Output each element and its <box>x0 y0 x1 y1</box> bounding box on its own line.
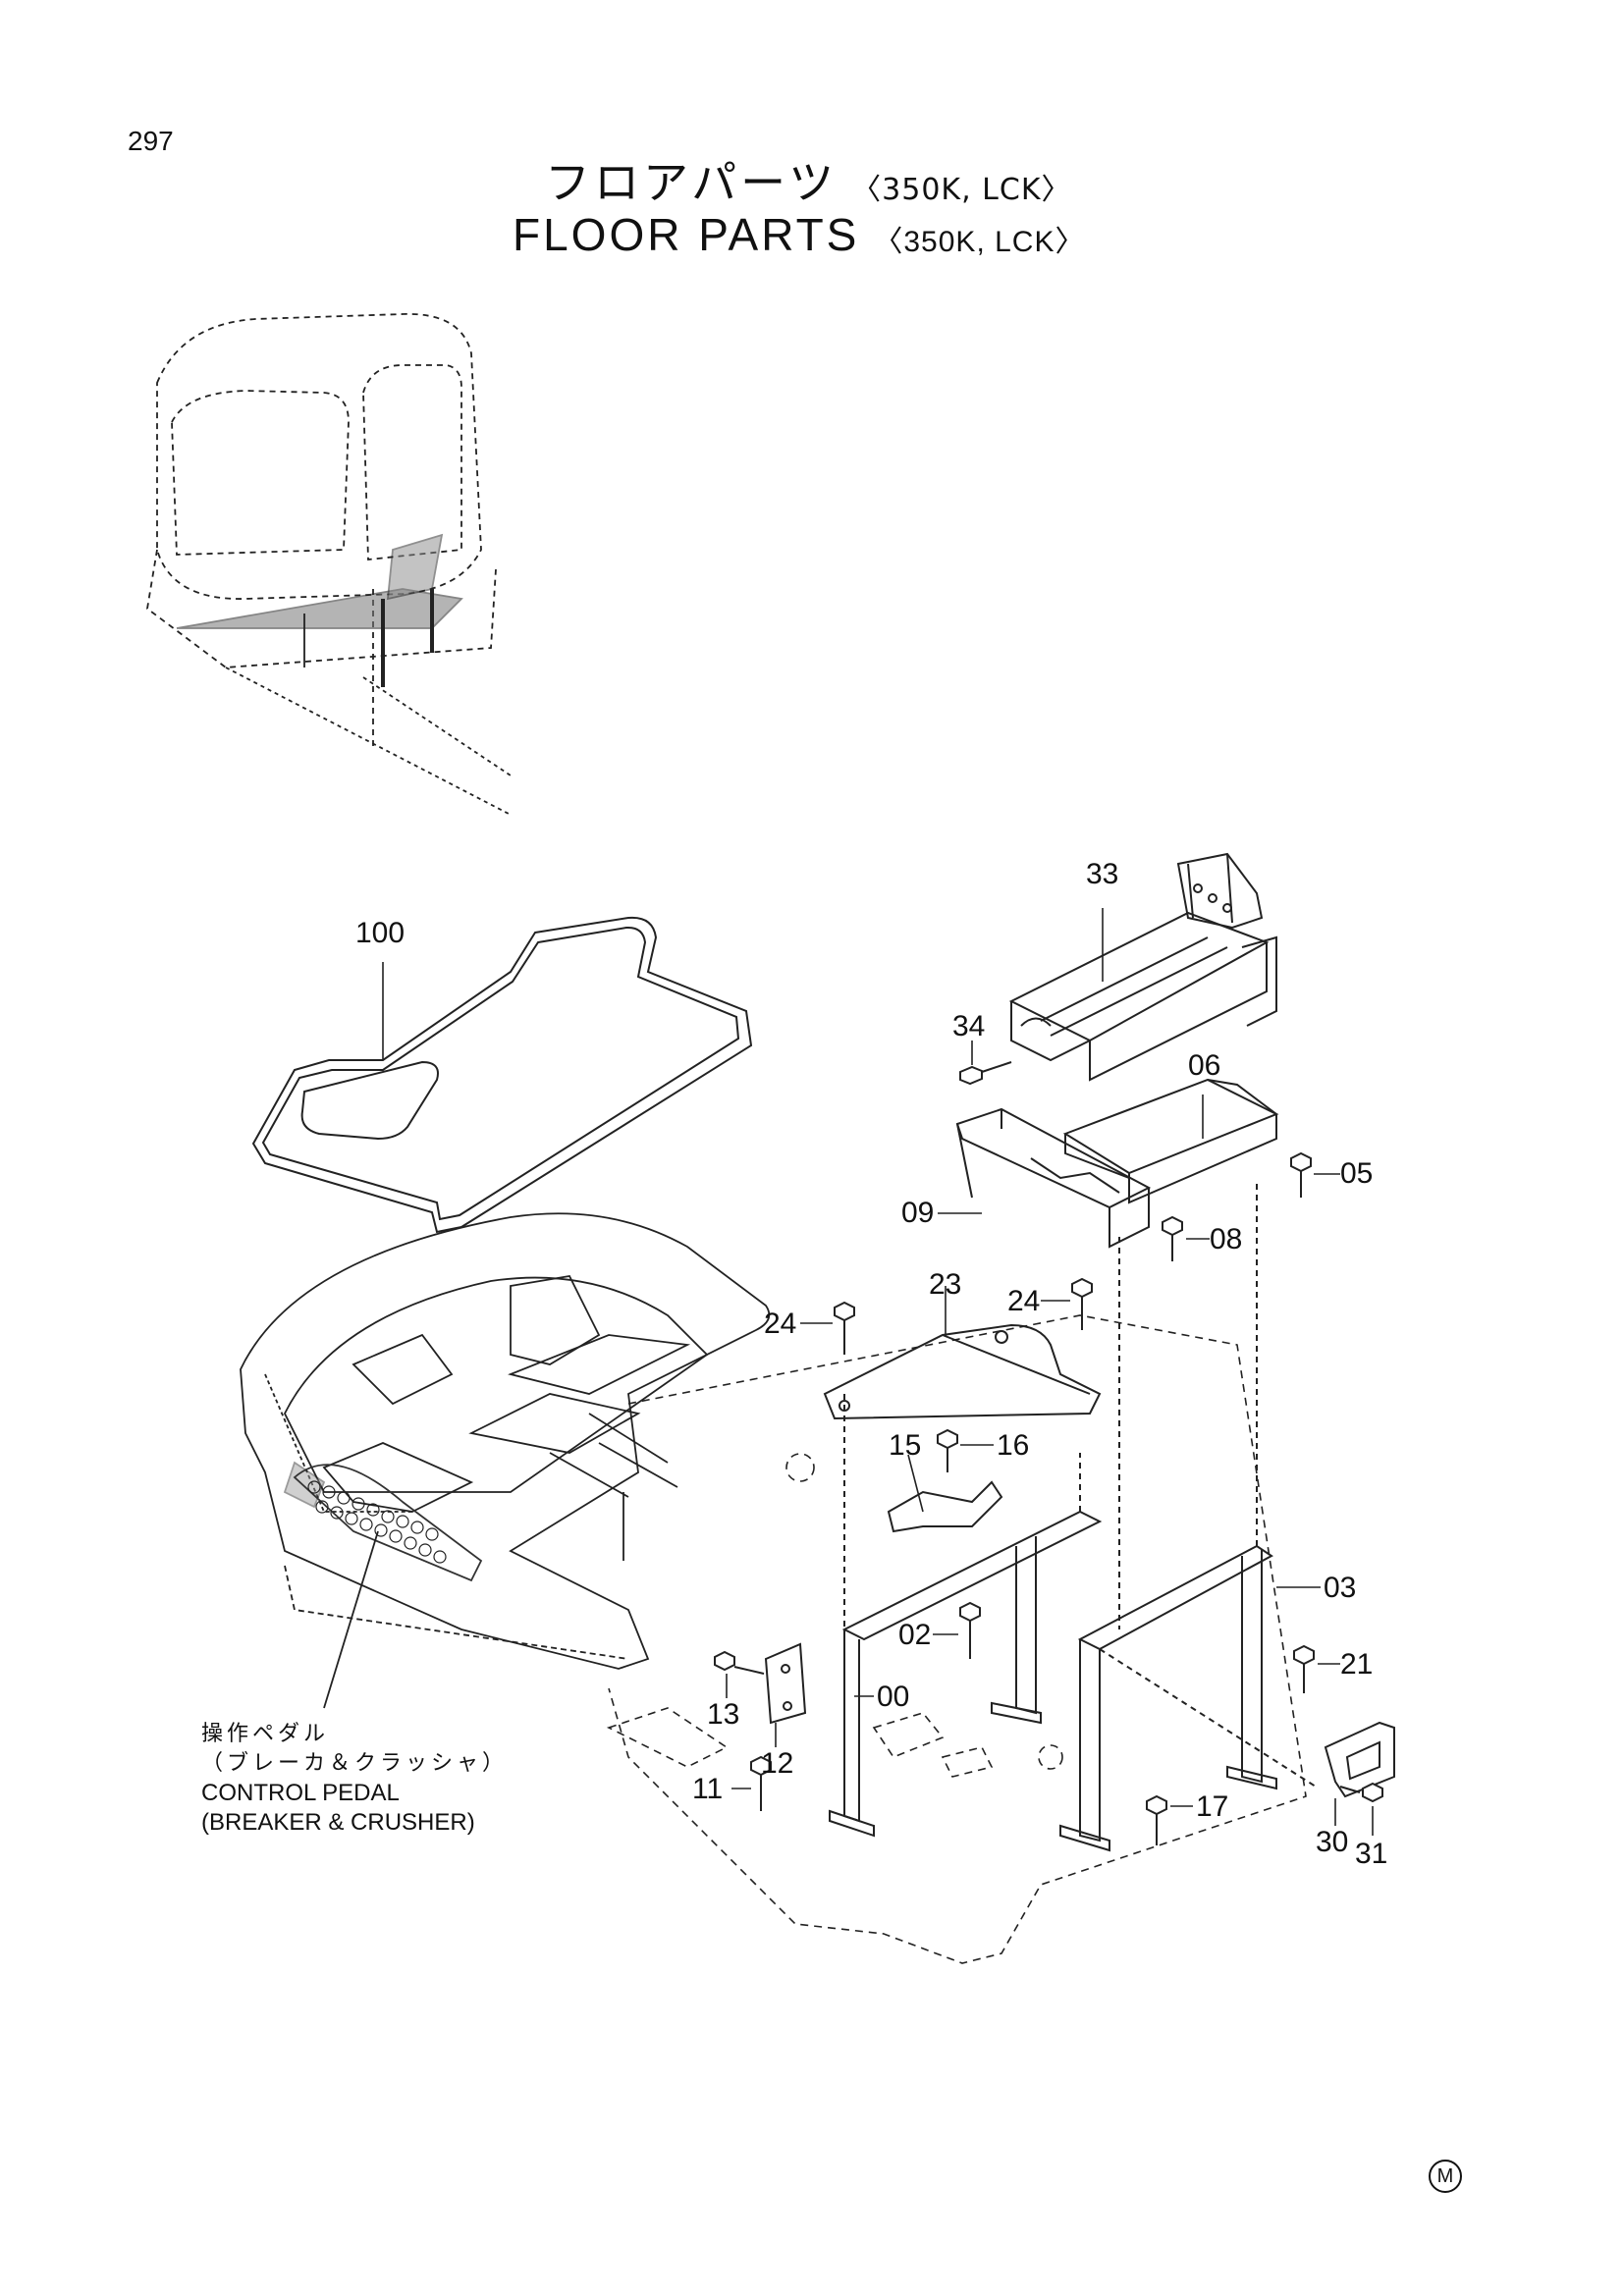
part-100-floor-mat <box>251 916 753 1234</box>
page-title-japanese: フロアパーツ〈350K, LCK〉 <box>545 147 1072 212</box>
bolt-34-icon <box>959 1061 1012 1086</box>
part-23-plate <box>823 1323 1102 1420</box>
callout-31: 31 <box>1355 1838 1387 1870</box>
callout-labels: 100 33 34 06 05 09 08 23 24 24 15 16 03 … <box>355 858 1387 1870</box>
part-15-bracket <box>887 1480 1003 1533</box>
part-06-bracket <box>1062 1078 1279 1204</box>
fasteners <box>714 1061 1383 1845</box>
caption-jp-line2: （ブレーカ＆クラッシャ） <box>201 1751 509 1776</box>
cab-overview-illustration <box>146 313 512 816</box>
part-09-bracket <box>955 1107 1152 1249</box>
callout-05: 05 <box>1340 1157 1373 1190</box>
callout-12: 12 <box>761 1747 793 1780</box>
callout-24a: 24 <box>764 1308 796 1340</box>
callout-03: 03 <box>1324 1572 1356 1604</box>
callout-23: 23 <box>929 1268 961 1301</box>
bolt-31-icon <box>1339 1782 1383 1803</box>
control-pedal-caption: 操作ペダル （ブレーカ＆クラッシャ） CONTROL PEDAL (BREAKE… <box>201 1720 508 1838</box>
callout-02: 02 <box>898 1619 931 1651</box>
callout-30: 30 <box>1316 1826 1348 1858</box>
callout-24b: 24 <box>1007 1285 1040 1317</box>
floor-plate <box>240 1212 771 1709</box>
title-en-text: FLOOR PARTS <box>513 209 860 260</box>
caption-jp-line1: 操作ペダル <box>201 1722 330 1746</box>
callout-09: 09 <box>901 1197 934 1229</box>
caption-en-line1: CONTROL PEDAL <box>201 1780 400 1806</box>
bolt-05-icon <box>1290 1151 1312 1198</box>
callout-17: 17 <box>1196 1790 1228 1823</box>
callout-13: 13 <box>707 1698 739 1731</box>
bolt-08-icon <box>1162 1215 1183 1261</box>
bolt-24a-icon <box>834 1301 855 1355</box>
page-title: FLOOR PARTS 〈350K, LCK〉 <box>513 208 1085 261</box>
page-number: 297 <box>128 126 174 156</box>
bolt-16-icon <box>937 1428 958 1472</box>
bolt-24b-icon <box>1071 1277 1093 1330</box>
part-30-clip <box>1324 1721 1395 1798</box>
title-variant-en: 〈350K, LCK〉 <box>873 225 1086 258</box>
callout-08: 08 <box>1210 1223 1242 1255</box>
title-variant-jp: 〈350K, LCK〉 <box>851 172 1072 207</box>
part-33-seat-mount <box>1008 852 1277 1082</box>
part-12-plate <box>764 1642 807 1725</box>
callout-21: 21 <box>1340 1648 1373 1681</box>
title-jp-text: フロアパーツ <box>545 156 839 209</box>
part-00-frame <box>829 1394 1103 1838</box>
bolt-21-icon <box>1293 1644 1315 1693</box>
callout-15: 15 <box>889 1429 921 1462</box>
bolt-17-icon <box>1146 1794 1167 1845</box>
bolt-13-icon <box>714 1650 765 1675</box>
caption-en-line2: (BREAKER & CRUSHER) <box>201 1809 475 1836</box>
callout-16: 16 <box>997 1429 1029 1462</box>
part-03-frame <box>1059 1183 1317 1852</box>
callout-06: 06 <box>1188 1049 1220 1082</box>
floor-base-outline <box>606 1314 1307 1964</box>
bolt-02-icon <box>959 1601 981 1659</box>
callout-33: 33 <box>1086 858 1118 890</box>
callout-100: 100 <box>355 917 405 949</box>
callout-11: 11 <box>692 1773 723 1805</box>
callout-00: 00 <box>877 1681 909 1713</box>
bolt-11-icon <box>750 1755 772 1811</box>
callout-34: 34 <box>952 1010 985 1042</box>
leader-lines <box>382 908 1374 1836</box>
circled-m-mark: M <box>1429 2160 1462 2193</box>
